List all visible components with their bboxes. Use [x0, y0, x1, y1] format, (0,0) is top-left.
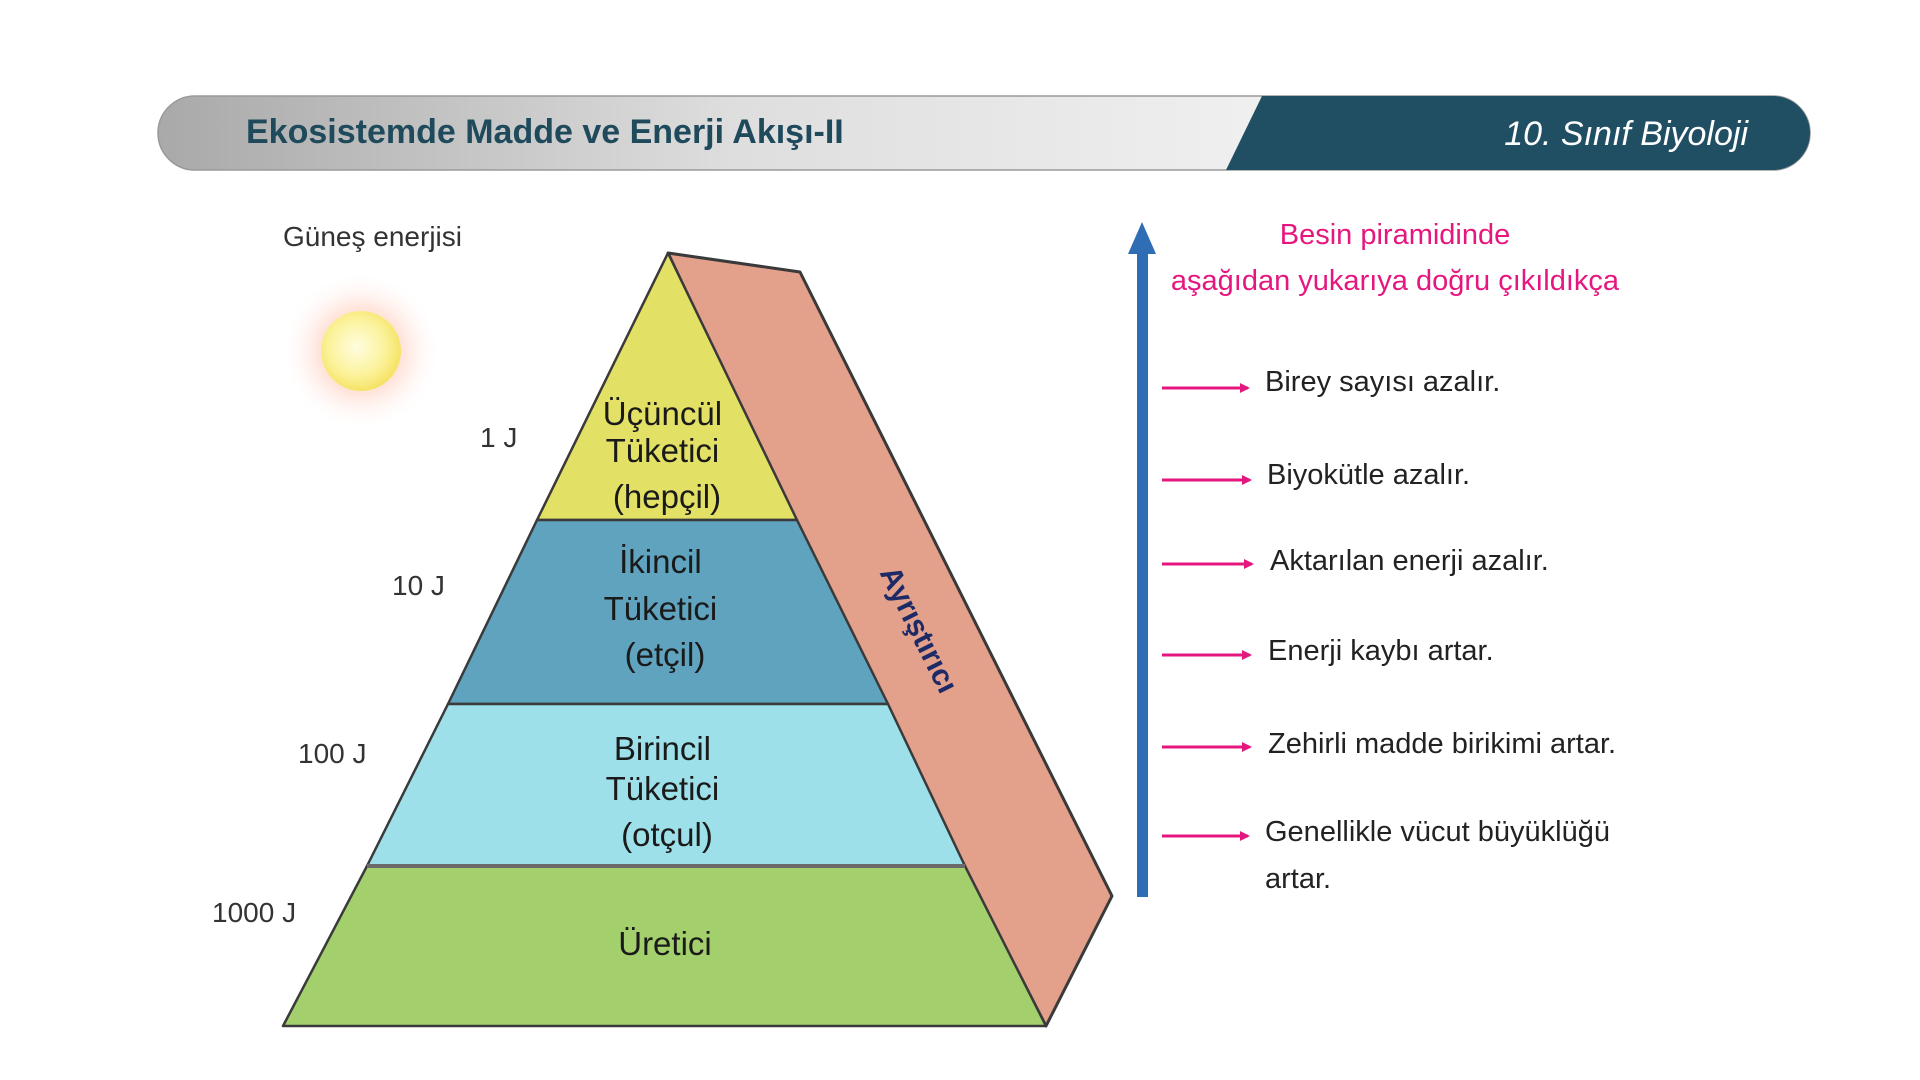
energy-label-tertiary: 1 J — [480, 422, 517, 453]
energy-label-secondary: 10 J — [392, 570, 445, 601]
level-label-producer: Üretici — [618, 925, 712, 962]
subject-label: 10. Sınıf Biyoloji — [1504, 115, 1749, 153]
sun-group: Güneş enerjisi — [281, 221, 462, 431]
trend-item-text: Enerji kaybı artar. — [1268, 635, 1494, 667]
trend-item-text: Biyokütle azalır. — [1267, 459, 1470, 491]
trend-item: Enerji kaybı artar. — [1162, 635, 1494, 667]
trend-item: Biyokütle azalır. — [1162, 459, 1470, 491]
trend-item-text: Birey sayısı azalır. — [1265, 366, 1500, 398]
energy-label-producer: 1000 J — [212, 897, 296, 928]
up-arrow-icon — [1128, 222, 1156, 254]
sun-icon — [321, 311, 401, 391]
sun-label: Güneş enerjisi — [283, 221, 462, 252]
trend-item-text: Zehirli madde birikimi artar. — [1268, 728, 1616, 760]
trend-item: Zehirli madde birikimi artar. — [1162, 728, 1616, 760]
trend-heading-line1: Besin piramidinde — [1280, 219, 1511, 251]
pyramid: Üçüncül Tüketici (hepçil) İkincil Tüketi… — [212, 251, 1048, 1028]
header-subject-panel — [1226, 96, 1810, 170]
trend-heading-line2: aşağıdan yukarıya doğru çıkıldıkça — [1171, 265, 1620, 297]
trend-panel: Besin piramidinde aşağıdan yukarıya doğr… — [1128, 219, 1620, 897]
trend-item: Genellikle vücut büyüklüğü artar. — [1162, 816, 1618, 895]
trend-item-text: Aktarılan enerji azalır. — [1270, 545, 1549, 577]
decomposer-band: Ayrıştırıcı — [666, 251, 1114, 1028]
header-banner: Ekosistemde Madde ve Enerji Akışı-II 10.… — [157, 95, 1811, 171]
trend-item-text: Genellikle vücut büyüklüğü artar. — [1265, 816, 1618, 895]
page-title: Ekosistemde Madde ve Enerji Akışı-II — [246, 113, 844, 151]
level-label-secondary: İkincil Tüketici (etçil) — [604, 543, 727, 673]
energy-label-primary: 100 J — [298, 738, 367, 769]
trend-item: Birey sayısı azalır. — [1162, 366, 1500, 398]
level-label-primary: Birincil Tüketici (otçul) — [606, 730, 729, 853]
trend-arrow-shaft — [1137, 252, 1148, 897]
level-label-tertiary: Üçüncül Tüketici (hepçil) — [603, 395, 731, 515]
trend-item: Aktarılan enerji azalır. — [1162, 545, 1549, 577]
